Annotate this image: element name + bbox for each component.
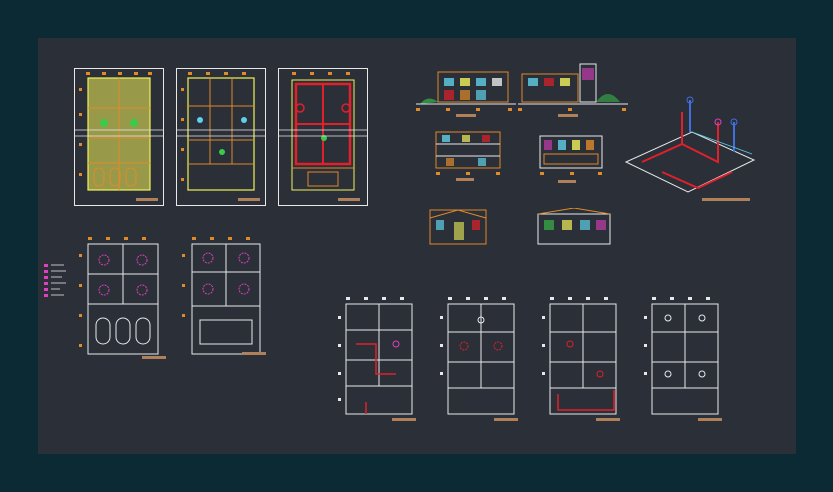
section-b[interactable]	[536, 134, 606, 183]
legend	[42, 262, 72, 302]
floor-plan-2[interactable]	[176, 68, 266, 206]
section-d[interactable]	[536, 208, 614, 248]
installation-plan-1[interactable]	[336, 294, 426, 424]
installation-plan-4[interactable]	[642, 294, 732, 424]
installation-plan-2[interactable]	[438, 294, 528, 424]
drawing-canvas[interactable]	[38, 38, 796, 454]
floor-plan-3[interactable]	[278, 68, 368, 206]
isometric-plumbing[interactable]	[622, 92, 758, 204]
floor-plan-1[interactable]	[74, 68, 164, 206]
section-c[interactable]	[428, 208, 488, 248]
elevation-side[interactable]	[518, 62, 628, 118]
installation-plan-3[interactable]	[540, 294, 630, 424]
white-plan-1[interactable]	[76, 234, 170, 364]
section-a[interactable]	[432, 130, 504, 181]
white-plan-2[interactable]	[178, 234, 272, 364]
elevation-front[interactable]	[416, 68, 516, 118]
